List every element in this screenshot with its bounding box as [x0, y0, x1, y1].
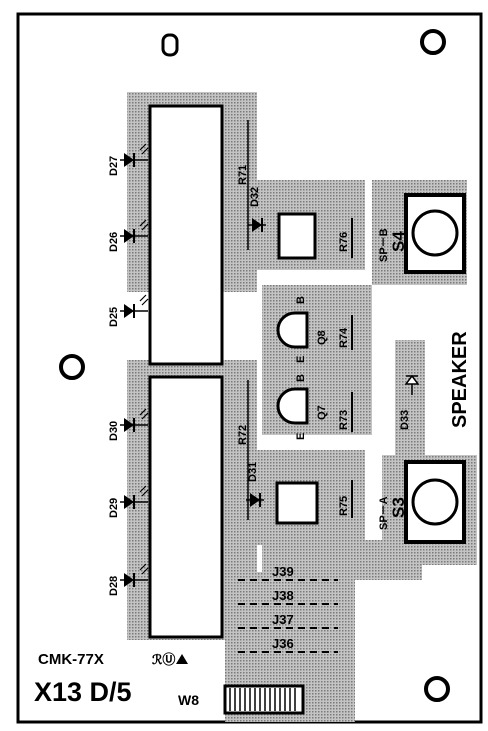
jumper-j37: J37 — [238, 612, 338, 629]
label-d32: D32 — [249, 187, 261, 207]
led-d25: D25 — [108, 294, 149, 327]
led-d32: D32 — [248, 187, 266, 232]
led-frame-bottom — [148, 375, 224, 639]
component-square-bottom — [275, 481, 319, 525]
jumper-j39: J39 — [238, 564, 338, 581]
label-r76: R76 — [338, 232, 350, 252]
ul-mark: ℛⓊ — [152, 652, 175, 667]
mounting-hole-top-right — [420, 29, 446, 55]
jumper-j36: J36 — [238, 636, 338, 653]
label-q7: Q7 — [316, 405, 328, 420]
label-d30: D30 — [108, 421, 120, 441]
led-frame-top — [148, 104, 224, 366]
mounting-hole-bottom-right — [424, 676, 450, 702]
jumper-j38: J38 — [238, 588, 338, 605]
connector-w8 — [223, 684, 305, 715]
transistor-q8: Q8 E B — [276, 296, 328, 363]
component-square-top — [277, 212, 317, 260]
transistor-q7: Q7 E B — [276, 374, 328, 440]
led-d30: D30 — [108, 408, 149, 441]
label-r74: R74 — [338, 327, 350, 348]
label-d27: D27 — [108, 156, 120, 176]
slot-hole-top — [161, 33, 179, 57]
label-j39: J39 — [272, 564, 294, 579]
speaker-label: SPEAKER — [449, 331, 471, 428]
label-s4: S4 — [389, 231, 408, 252]
label-d28: D28 — [108, 576, 120, 596]
led-d26: D26 — [108, 219, 149, 252]
label-j37: J37 — [272, 612, 294, 627]
mounting-holes — [59, 29, 450, 702]
label-sp-a: SP－A — [378, 496, 390, 530]
led-d29: D29 — [108, 485, 149, 518]
board-marking: X13 D/5 — [34, 677, 132, 707]
resistor-r74: R74 — [338, 315, 353, 350]
switch-s3: SP－A S3 — [378, 460, 466, 544]
led-d27: D27 — [108, 143, 149, 176]
led-d31: D31 — [246, 462, 264, 507]
label-r75: R75 — [338, 496, 350, 516]
label-d25: D25 — [108, 307, 120, 327]
pin-q8-e: E — [295, 356, 307, 363]
label-d26: D26 — [108, 232, 120, 252]
label-r72: R72 — [237, 425, 249, 445]
warning-triangle — [176, 654, 188, 664]
pin-q7-b: B — [295, 374, 307, 382]
label-d31: D31 — [247, 462, 259, 482]
resistor-r73: R73 — [338, 392, 353, 432]
label-r73: R73 — [338, 410, 350, 430]
diode-d33: D33 — [399, 374, 420, 430]
label-d29: D29 — [108, 498, 120, 518]
pin-q8-b: B — [295, 296, 307, 304]
resistor-r76: R76 — [338, 218, 353, 258]
label-s3: S3 — [389, 497, 408, 518]
led-d28: D28 — [108, 563, 149, 596]
mounting-hole-left — [59, 354, 85, 380]
pin-q7-e: E — [295, 433, 307, 440]
switch-s4: SP－B S4 — [378, 193, 466, 274]
label-j36: J36 — [272, 636, 294, 651]
label-q8: Q8 — [316, 330, 328, 345]
resistor-r75: R75 — [338, 480, 353, 518]
label-d33: D33 — [399, 410, 411, 430]
wire-label: W8 — [178, 692, 199, 708]
label-j38: J38 — [272, 588, 294, 603]
label-r71: R71 — [237, 165, 249, 185]
label-sp-b: SP－B — [378, 228, 390, 262]
model-label: CMK-77X — [38, 651, 104, 668]
